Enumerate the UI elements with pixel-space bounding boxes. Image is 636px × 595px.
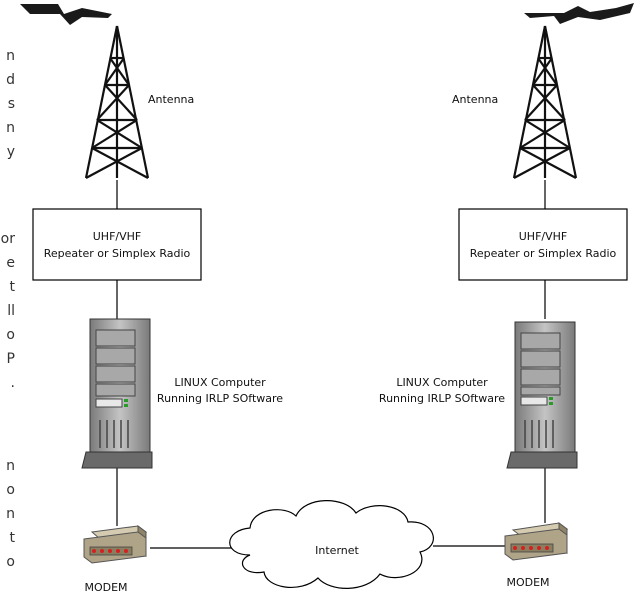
text-fragment: ll [7,303,15,319]
text-fragment: n [6,120,15,136]
text-fragment: . [11,375,15,391]
left-radio-box: UHF/VHF Repeater or Simplex Radio [32,208,202,281]
text-fragment: y [7,144,15,160]
internet-cloud-icon: Internet [229,500,434,589]
connection-lines [116,180,546,549]
text-fragment: t [10,530,16,546]
left-radio-label-line1: UHF/VHF [93,230,141,243]
internet-label: Internet [315,544,359,557]
lightning-bolt-icon [20,4,112,25]
left-radio-label-line2: Repeater or Simplex Radio [44,247,191,260]
text-fragment: o [6,327,15,343]
computer-tower-icon [81,318,153,469]
left-computer-label-line2: Running IRLP SOftware [157,392,283,405]
right-radio-box: UHF/VHF Repeater or Simplex Radio [458,208,628,281]
left-computer-label-line1: LINUX Computer [174,376,266,389]
text-fragment: or [1,231,16,247]
text-fragment: s [8,96,15,112]
right-computer-label-line1: LINUX Computer [396,376,488,389]
right-radio-label-line1: UHF/VHF [519,230,567,243]
modem-icon [504,522,569,561]
text-fragment: o [6,482,15,498]
antenna-tower-icon [512,25,578,179]
text-fragment: e [6,255,15,271]
antenna-tower-icon [84,25,150,179]
right-computer-label-line2: Running IRLP SOftware [379,392,505,405]
left-modem-label: MODEM [84,581,127,594]
text-fragment: n [6,506,15,522]
modem-icon [83,525,148,564]
right-modem-label: MODEM [506,576,549,589]
right-antenna-label: Antenna [452,93,498,106]
right-radio-rect [458,208,628,281]
left-radio-rect [32,208,202,281]
text-fragment: n [6,48,15,64]
right-radio-label-line2: Repeater or Simplex Radio [470,247,617,260]
text-fragment: n [6,458,15,474]
left-antenna-label: Antenna [148,93,194,106]
text-fragment: d [6,72,15,88]
text-fragment: P [7,351,15,367]
text-fragment: o [6,554,15,570]
clipped-text-column: n d s n y or e t ll o P . n o n t o [1,48,16,570]
text-fragment: t [10,279,16,295]
computer-tower-icon [506,321,578,469]
lightning-bolt-icon [524,3,634,24]
